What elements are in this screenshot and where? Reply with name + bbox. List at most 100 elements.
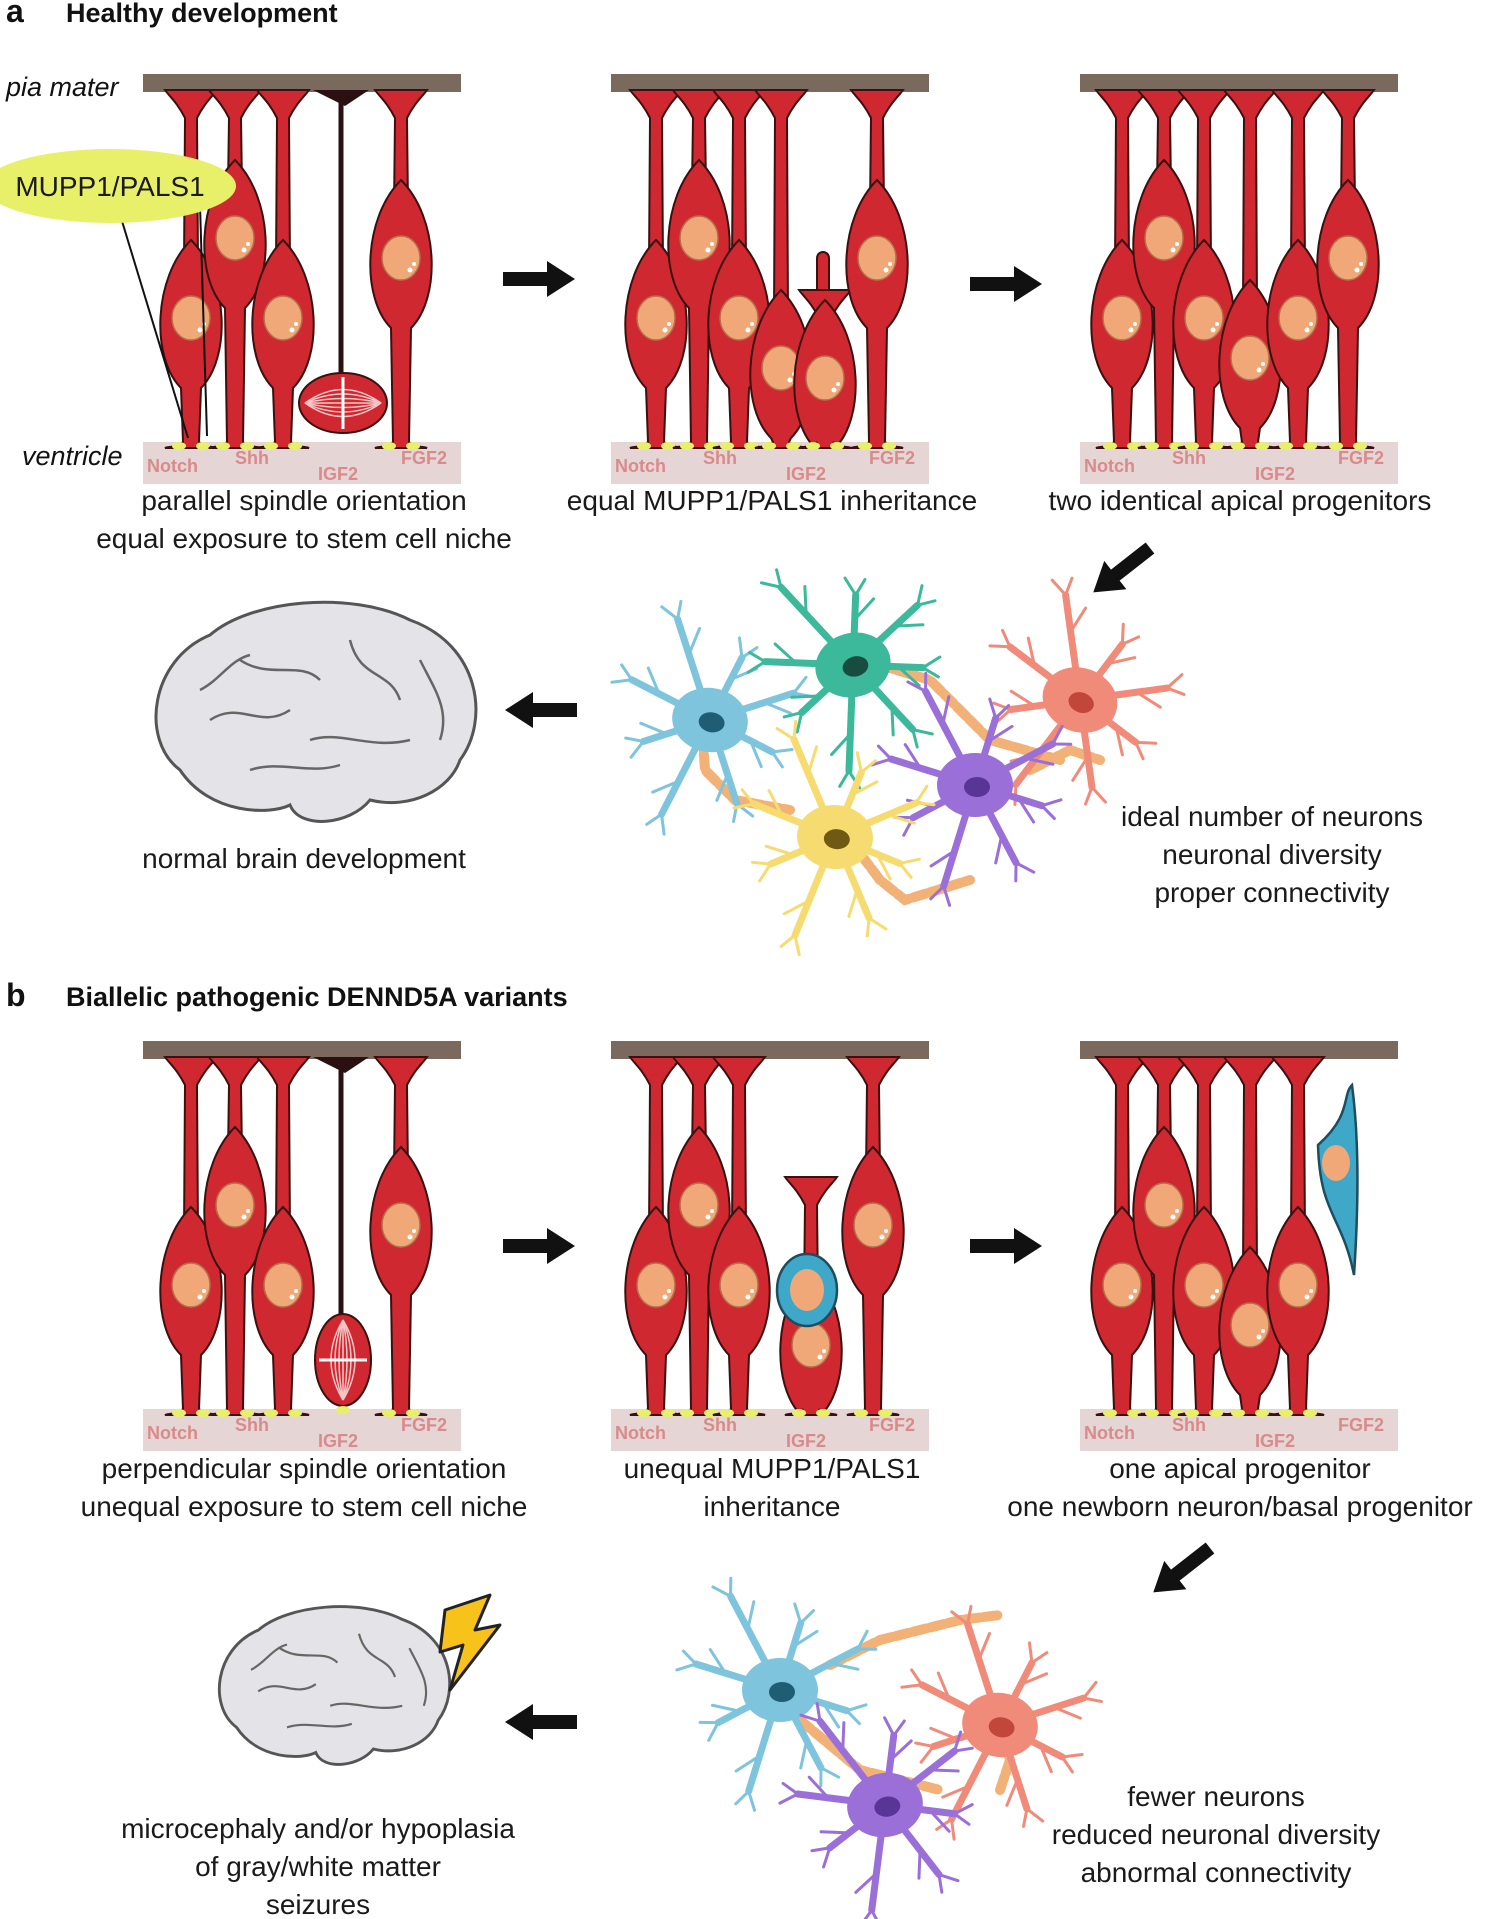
niche-factor-igf2: IGF2	[318, 1431, 358, 1451]
niche-factor-shh: Shh	[1172, 448, 1206, 468]
radial-glia-cell	[203, 1056, 267, 1417]
radial-glia-cell	[1316, 89, 1380, 450]
neuron-icon	[778, 1701, 974, 1919]
caption-b-neurons-line2: reduced neuronal diversity	[1052, 1819, 1380, 1850]
radial-glia-cell	[841, 1056, 905, 1417]
caption-a-brain-line1: normal brain development	[142, 843, 466, 874]
radial-glia-cell	[1090, 89, 1154, 450]
caption-a-neurons-line1: ideal number of neurons	[1121, 801, 1423, 832]
niche-factor-igf2: IGF2	[1255, 1431, 1295, 1451]
radial-glia-cell	[1172, 1056, 1236, 1417]
caption-a-step1-line2: equal exposure to stem cell niche	[96, 523, 512, 554]
niche-factor-notch: Notch	[1084, 1423, 1135, 1443]
arrow-right-icon	[503, 261, 575, 297]
migrating-neuron	[1316, 1082, 1359, 1276]
radial-glia-cell	[1172, 89, 1236, 450]
neuron-icon	[732, 719, 936, 957]
caption-b-brain-line2: of gray/white matter	[195, 1851, 441, 1882]
niche-factor-fgf2: FGF2	[869, 1415, 915, 1435]
dividing-cell	[298, 90, 388, 434]
panel-a-letter: a	[6, 0, 24, 29]
pia-mater-bar	[143, 1041, 461, 1059]
caption-a-neurons-line2: neuronal diversity	[1162, 839, 1381, 870]
arrow-right-icon	[503, 1228, 575, 1264]
axon	[845, 835, 975, 906]
niche-factor-shh: Shh	[703, 448, 737, 468]
radial-glia-cell	[251, 89, 315, 450]
niche-factor-igf2: IGF2	[786, 464, 826, 484]
pia-mater-label: pia mater	[5, 72, 120, 102]
niche-factor-shh: Shh	[703, 1415, 737, 1435]
niche-factor-fgf2: FGF2	[401, 448, 447, 468]
panel-b: b Biallelic pathogenic DENND5A variants …	[6, 977, 1473, 1919]
radial-glia-cell	[1218, 89, 1282, 450]
caption-b-brain-line1: microcephaly and/or hypoplasia	[121, 1813, 515, 1844]
caption-b-step2-line1: unequal MUPP1/PALS1	[624, 1453, 921, 1484]
neuron-icon	[746, 568, 942, 790]
neuron-icon	[675, 1576, 878, 1812]
niche-factor-shh: Shh	[1172, 1415, 1206, 1435]
radial-glia-cell	[793, 289, 857, 450]
neuron-network-a	[610, 568, 1186, 957]
caption-b-step3-line2: one newborn neuron/basal progenitor	[1007, 1491, 1472, 1522]
radial-glia-cell	[707, 1056, 771, 1417]
caption-b-neurons-line1: fewer neurons	[1127, 1781, 1304, 1812]
neuron-icon	[870, 671, 1073, 907]
radial-glia-cell	[845, 89, 909, 450]
niche-factor-fgf2: FGF2	[1338, 1415, 1384, 1435]
caption-a-step2-line1: equal MUPP1/PALS1 inheritance	[567, 485, 977, 516]
niche-factor-fgf2: FGF2	[869, 448, 915, 468]
caption-a-neurons-line3: proper connectivity	[1154, 877, 1389, 908]
niche-factor-fgf2: FGF2	[401, 1415, 447, 1435]
radial-glia-cell	[624, 89, 688, 450]
arrow-left-icon	[505, 692, 577, 728]
caption-b-neurons-line3: abnormal connectivity	[1081, 1857, 1352, 1888]
radial-glia-cell	[1090, 1056, 1154, 1417]
radial-glia-cell	[251, 1056, 315, 1417]
mupp1-callout: MUPP1/PALS1	[0, 149, 236, 439]
radial-glia-cell	[1266, 89, 1330, 450]
niche-factor-fgf2: FGF2	[1338, 448, 1384, 468]
arrow-down-left-icon	[1142, 1533, 1222, 1607]
radial-glia-cell	[1266, 1056, 1330, 1417]
niche-factor-notch: Notch	[147, 1423, 198, 1443]
arrow-left-icon	[505, 1704, 577, 1740]
caption-a-step3-line1: two identical apical progenitors	[1049, 485, 1432, 516]
niche-factor-igf2: IGF2	[318, 464, 358, 484]
caption-b-step1-line1: perpendicular spindle orientation	[102, 1453, 507, 1484]
radial-glia-cell	[369, 1056, 433, 1417]
panel-b-letter: b	[6, 977, 26, 1013]
radial-glia-cell	[203, 89, 267, 450]
radial-glia-cell	[1218, 1056, 1282, 1417]
panel-a-title: Healthy development	[66, 0, 338, 28]
niche-factor-notch: Notch	[147, 456, 198, 476]
niche-factor-igf2: IGF2	[786, 1431, 826, 1451]
radial-glia-cell	[1132, 89, 1196, 450]
arrow-right-icon	[970, 266, 1042, 302]
caption-b-step1-line2: unequal exposure to stem cell niche	[81, 1491, 528, 1522]
neuron-icon	[900, 1604, 1103, 1841]
neuron-icon	[610, 599, 813, 836]
caption-b-step3-line1: one apical progenitor	[1109, 1453, 1371, 1484]
niche-factor-notch: Notch	[615, 1423, 666, 1443]
radial-glia-cell	[1132, 1056, 1196, 1417]
dividing-cell	[313, 1057, 372, 1414]
pia-mater-bar	[1080, 74, 1398, 92]
pia-mater-bar	[143, 74, 461, 92]
pia-mater-bar	[611, 1041, 929, 1059]
mupp1-label: MUPP1/PALS1	[15, 171, 204, 202]
niche-factor-igf2: IGF2	[1255, 464, 1295, 484]
mupp1-bubble	[0, 149, 236, 223]
radial-glia-cell	[159, 1056, 223, 1417]
brain-icon	[154, 600, 478, 823]
panel-b-title: Biallelic pathogenic DENND5A variants	[66, 982, 568, 1012]
niche-factor-notch: Notch	[615, 456, 666, 476]
neuron-icon	[988, 576, 1186, 806]
neuron-network-b	[675, 1576, 1103, 1919]
